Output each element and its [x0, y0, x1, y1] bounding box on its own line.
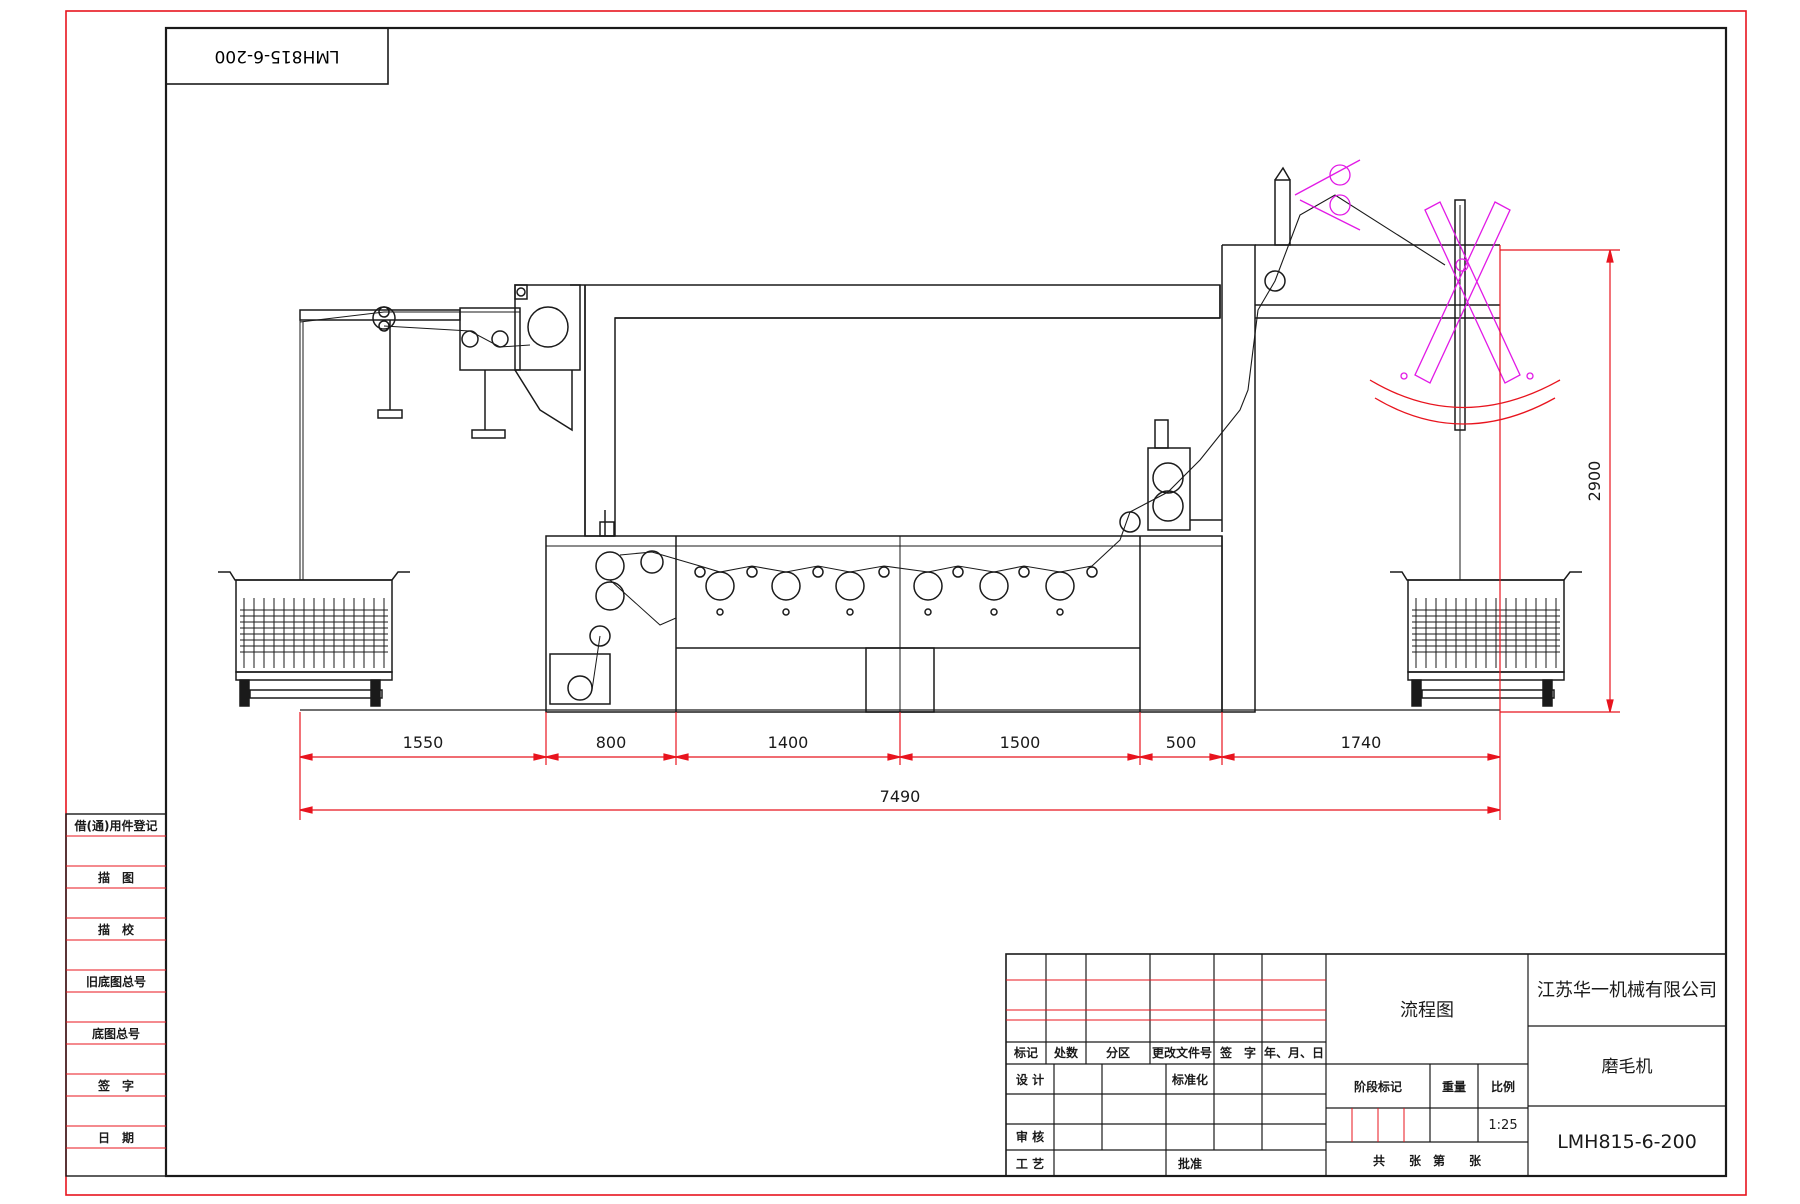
tb-label-sheets: 共 张 第 张	[1373, 1153, 1482, 1168]
registry-label-trace-check: 描 校	[98, 922, 135, 937]
machine-drawing	[218, 166, 1582, 713]
tb-label-ratio: 比例	[1491, 1079, 1515, 1094]
registry-label-old-master: 旧底图总号	[86, 974, 146, 989]
tb-drawing-number: LMH815-6-200	[1557, 1131, 1697, 1153]
swing-folder	[1294, 159, 1534, 384]
dimension-lines	[299, 245, 1620, 820]
tb-label-zone: 分区	[1106, 1045, 1130, 1060]
tb-company: 江苏华一机械有限公司	[1537, 980, 1717, 1001]
right-basket	[1390, 571, 1582, 707]
dim-800: 800	[596, 733, 627, 752]
registry-label-master: 底图总号	[92, 1026, 140, 1041]
left-basket	[218, 571, 410, 707]
tb-label-process: 工 艺	[1016, 1156, 1044, 1171]
top-drawing-number: LMH815-6-200	[215, 46, 340, 66]
registry-label-date: 日 期	[98, 1130, 134, 1145]
registry-label-signature: 签 字	[97, 1078, 134, 1093]
tb-label-design: 设 计	[1016, 1072, 1044, 1087]
swing-arcs	[1369, 379, 1561, 425]
dim-1550: 1550	[403, 733, 444, 752]
dim-1740: 1740	[1341, 733, 1382, 752]
registry-label-borrowed: 借(通)用件登记	[74, 818, 158, 833]
tb-label-change-doc: 更改文件号	[1152, 1045, 1212, 1060]
tb-label-sign: 签 字	[1219, 1045, 1256, 1060]
dim-height: 2900	[1585, 461, 1604, 502]
inner-border	[164, 26, 1728, 1178]
tb-label-count: 处数	[1053, 1045, 1079, 1060]
tb-label-approve: 批准	[1178, 1156, 1202, 1171]
tb-drawing-title: 流程图	[1400, 1000, 1454, 1021]
tb-scale-value: 1:25	[1488, 1118, 1517, 1133]
tb-product-name: 磨毛机	[1602, 1057, 1653, 1077]
dim-1500: 1500	[1000, 733, 1041, 752]
title-block: 标记 处数 分区 更改文件号 签 字 年、月、日 设 计 标准化 审 核 工 艺…	[1005, 953, 1727, 1177]
tb-label-stage: 阶段标记	[1354, 1079, 1402, 1094]
tb-label-review: 审 核	[1016, 1129, 1044, 1144]
tb-label-weight: 重量	[1442, 1079, 1466, 1094]
registry-label-trace: 描 图	[98, 870, 134, 885]
dim-total: 7490	[880, 787, 921, 806]
tb-label-date: 年、月、日	[1264, 1045, 1324, 1060]
outer-frame	[65, 10, 1747, 1196]
dimension-labels: 1550 800 1400 1500 500 1740 7490 2900	[403, 461, 1604, 806]
dim-500: 500	[1166, 733, 1197, 752]
tb-label-standard: 标准化	[1171, 1072, 1208, 1087]
tb-label-mark: 标记	[1013, 1045, 1038, 1060]
top-number-box: LMH815-6-200	[165, 27, 389, 85]
dim-1400: 1400	[768, 733, 809, 752]
left-registry-table: 借(通)用件登记 描 图 描 校 旧底图总号 底图总号 签 字 日 期	[65, 813, 167, 1177]
